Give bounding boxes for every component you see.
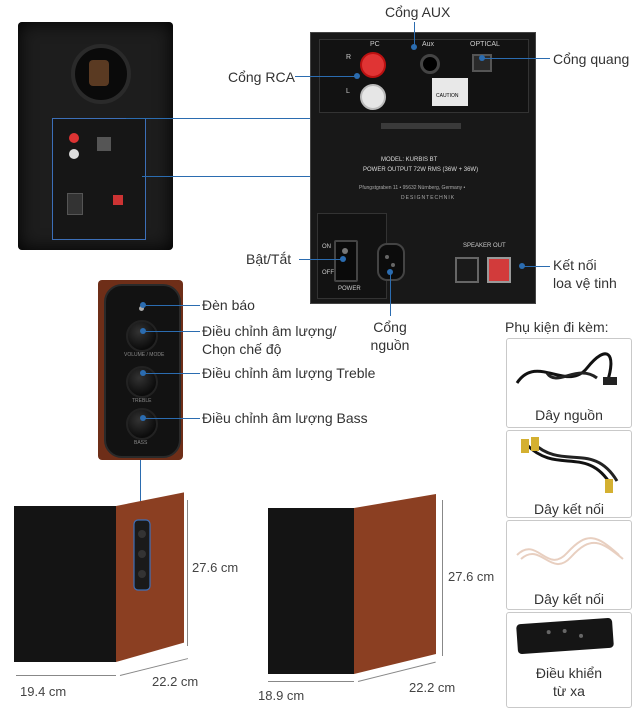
indicator-led bbox=[139, 306, 144, 311]
rca-leader bbox=[295, 76, 357, 77]
left-depth: 22.2 cm bbox=[152, 674, 199, 689]
right-width: 18.9 cm bbox=[258, 688, 305, 703]
power-section: ON OFF POWER bbox=[317, 213, 387, 299]
accessory-label-power-cord: Dây nguồn bbox=[535, 407, 603, 423]
zoom-connector-mid bbox=[142, 176, 310, 177]
left-speaker bbox=[14, 492, 184, 662]
left-width: 19.4 cm bbox=[20, 684, 67, 699]
accessory-label-rca-cable: Dây kết nối bbox=[533, 501, 605, 517]
power-port-label-2: nguồn bbox=[370, 337, 410, 353]
power-text: POWER bbox=[338, 286, 361, 292]
speaker-terminal-red[interactable] bbox=[487, 257, 511, 283]
optical-label: OPTICAL bbox=[470, 41, 500, 48]
accessories-title: Phụ kiện đi kèm: bbox=[505, 319, 609, 335]
address-text: Pfungstgraben 11 • 95632 Nürnberg, Germa… bbox=[359, 185, 466, 191]
aux-port-label: Cổng AUX bbox=[385, 4, 451, 20]
caution-sticker: CAUTION bbox=[432, 78, 468, 106]
front-control-panel: VOLUME / MODE TREBLE BASS bbox=[98, 280, 183, 460]
accessory-power-cord: Dây nguồn bbox=[506, 338, 632, 428]
speaker-back-thumbnail bbox=[18, 22, 173, 250]
accessory-label-remote-1: Điều khiển bbox=[535, 665, 603, 681]
power-switch-leader bbox=[299, 259, 343, 260]
right-speaker bbox=[268, 494, 436, 674]
left-height: 27.6 cm bbox=[192, 560, 239, 575]
thumbnail-panel bbox=[52, 118, 146, 240]
rca-right-port[interactable] bbox=[360, 52, 386, 78]
accessory-label-remote-2: từ xa bbox=[553, 683, 585, 699]
power-inlet[interactable] bbox=[377, 243, 405, 281]
satellite-leader bbox=[522, 266, 550, 267]
input-section: PC R L Aux OPTICAL CAUTION bbox=[319, 39, 529, 113]
power-port-leader bbox=[390, 272, 391, 316]
rca-port-label: Cổng RCA bbox=[228, 69, 295, 85]
bass-label: Điều chỉnh âm lượng Bass bbox=[202, 410, 368, 426]
rca-left-port[interactable] bbox=[360, 84, 386, 110]
zoom-connector-top bbox=[126, 118, 310, 119]
right-height: 27.6 cm bbox=[448, 569, 495, 584]
speaker-out-text: SPEAKER OUT bbox=[463, 243, 506, 249]
brand-plate bbox=[381, 123, 461, 129]
power-switch-label: Bật/Tắt bbox=[246, 251, 292, 267]
aux-label: Aux bbox=[422, 41, 435, 48]
optical-leader bbox=[482, 58, 550, 59]
power-output-text: POWER OUTPUT 72W RMS (36W + 36W) bbox=[363, 167, 479, 173]
l-label: L bbox=[346, 88, 350, 95]
volume-knob[interactable] bbox=[126, 320, 158, 352]
r-label: R bbox=[346, 54, 352, 61]
model-text: MODEL: KURBIS BT bbox=[381, 157, 438, 163]
brand-footer-text: DESIGNTECHNIK bbox=[401, 195, 456, 201]
power-port-label-1: Cổng bbox=[373, 319, 407, 335]
volume-label-2: Chọn chế độ bbox=[202, 341, 282, 357]
indicator-label: Đèn báo bbox=[202, 297, 255, 313]
accessory-rca-cable: Dây kết nối bbox=[506, 430, 632, 518]
speaker-wire-icon bbox=[516, 537, 624, 565]
satellite-connect-label-2: loa vệ tinh bbox=[553, 275, 617, 291]
aux-leader bbox=[414, 22, 415, 46]
control-panel-connector bbox=[140, 460, 141, 518]
rear-panel-zoom: PC R L Aux OPTICAL CAUTION MODEL: KURBIS… bbox=[310, 32, 536, 304]
remote-icon bbox=[516, 617, 614, 655]
accessory-label-speaker-wire: Dây kết nối bbox=[533, 591, 605, 607]
accessory-speaker-wire: Dây kết nối bbox=[506, 520, 632, 610]
volume-label-1: Điều chỉnh âm lượng/ bbox=[202, 323, 337, 339]
pc-label: PC bbox=[370, 41, 380, 48]
treble-label: Điều chỉnh âm lượng Treble bbox=[202, 365, 376, 381]
power-cord-icon bbox=[515, 352, 617, 385]
speaker-terminal-black[interactable] bbox=[455, 257, 479, 283]
bass-knob[interactable] bbox=[126, 408, 158, 440]
aux-jack[interactable] bbox=[420, 54, 440, 74]
power-toggle[interactable] bbox=[334, 240, 358, 282]
accessory-remote: Điều khiển từ xa bbox=[506, 612, 632, 708]
satellite-connect-label-1: Kết nối bbox=[553, 257, 597, 273]
rca-cable-icon bbox=[521, 437, 619, 493]
bass-port bbox=[71, 44, 131, 104]
right-depth: 22.2 cm bbox=[409, 680, 456, 695]
optical-port-label: Cổng quang bbox=[553, 51, 630, 67]
